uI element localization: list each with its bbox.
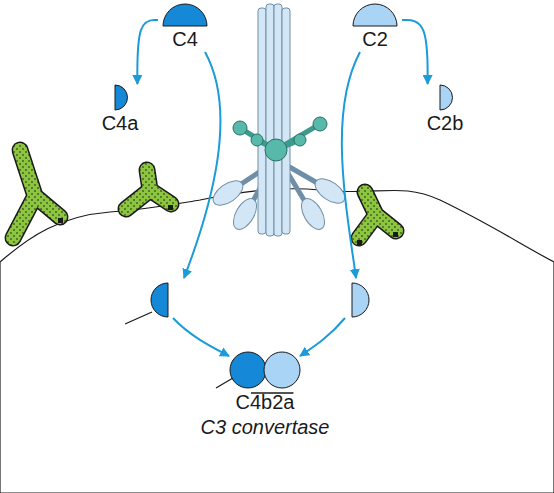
node-shape: [437, 84, 453, 111]
protein-label: C2: [351, 27, 399, 52]
c1r-c1s: [233, 117, 327, 161]
node-shape: [351, 2, 399, 27]
cleavage-fragment: C2b: [424, 84, 467, 136]
cleavage-fragment: C4a: [99, 84, 142, 136]
node-shape: [112, 84, 128, 111]
protein-label: C2b: [427, 111, 464, 136]
convertase-complex: C4b2aC3 convertase: [198, 350, 333, 440]
complement-protein: C2: [348, 2, 402, 52]
protein-shape: [353, 4, 397, 26]
enzyme-name: C3 convertase: [201, 415, 330, 440]
node-shape: [228, 350, 302, 390]
node-shape: [161, 2, 209, 27]
convertase-tether: [216, 378, 233, 388]
membrane-c4b: [125, 283, 168, 324]
protein-label: C4a: [102, 111, 139, 136]
protein-label: C4b2a: [201, 390, 330, 415]
protein-label: C4: [161, 27, 209, 52]
cleavage-arrow: [137, 20, 158, 84]
bound-c2a: [352, 283, 369, 317]
cleavage-arrow: [402, 20, 428, 84]
c2a-subunit: [264, 352, 300, 388]
c1q-stalks: [258, 4, 290, 236]
fragment-shape: [115, 85, 127, 110]
protein-shape: [163, 4, 207, 26]
complement-protein: C4: [158, 2, 212, 52]
c4b-subunit: [230, 352, 266, 388]
pathway-arrow: [173, 52, 360, 356]
antibody: [13, 150, 396, 238]
fragment-shape: [440, 85, 452, 110]
